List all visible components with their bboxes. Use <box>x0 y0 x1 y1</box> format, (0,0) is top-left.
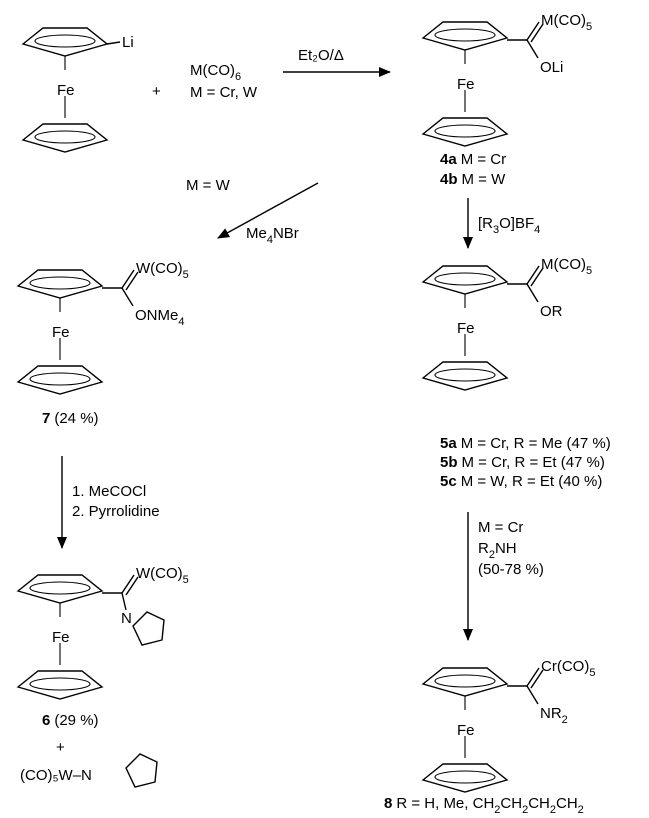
svg-text:M(CO)5: M(CO)5 <box>541 256 592 277</box>
svg-text:ONMe4: ONMe4 <box>135 307 184 328</box>
svg-text:NR2: NR2 <box>540 705 568 726</box>
lithioferrocene: Fe Li <box>22 27 134 153</box>
metal-hexacarbonyl: M(CO)6 M = Cr, W <box>190 62 258 101</box>
svg-text:2. Pyrrolidine: 2. Pyrrolidine <box>72 503 160 520</box>
pyrrolidine-n: N <box>121 610 132 627</box>
metal-choice: M = Cr, W <box>190 84 258 101</box>
svg-text:(50-78 %): (50-78 %) <box>478 561 544 578</box>
svg-text:(CO)₅W–N: (CO)₅W–N <box>20 767 92 784</box>
svg-text:Cr(CO)5: Cr(CO)5 <box>541 658 595 679</box>
svg-text:Fe: Fe <box>457 76 475 93</box>
svg-text:R2NH: R2NH <box>478 540 517 561</box>
svg-text:W(CO)5: W(CO)5 <box>136 260 189 281</box>
fe-label: Fe <box>57 82 75 99</box>
svg-text:M(CO)6: M(CO)6 <box>190 62 241 83</box>
li-substituent: Li <box>122 34 134 51</box>
svg-text:Fe: Fe <box>52 324 70 341</box>
svg-text:M = Cr: M = Cr <box>478 519 523 536</box>
svg-text:M(CO)5: M(CO)5 <box>541 12 592 33</box>
svg-text:Fe: Fe <box>457 320 475 337</box>
arrow-branch-w: M = W Me4NBr <box>186 177 319 246</box>
compound-7: Fe W(CO)5 ONMe4 7(24 %) <box>17 260 189 427</box>
arrow-aminolysis: M = Cr R2NH (50-78 %) <box>463 512 544 641</box>
arrow-alkylation: [R3O]BF4 <box>463 198 540 249</box>
step1-condition: Et₂O/Δ <box>298 47 344 64</box>
arrow-step1: Et₂O/Δ <box>283 47 391 77</box>
compound-6-label: 6(29 %) <box>42 712 99 729</box>
arrow-acylation: 1. MeCOCl 2. Pyrrolidine <box>57 456 160 549</box>
svg-text:+: + <box>56 739 65 756</box>
plus-sign: + <box>152 83 161 100</box>
compound-4-substituent: OLi <box>540 59 563 76</box>
compound-6: Fe W(CO)5 N 6(29 %) <box>17 565 189 729</box>
compound-7-label: 7(24 %) <box>42 410 99 427</box>
svg-text:[R3O]BF4: [R3O]BF4 <box>478 215 540 236</box>
svg-text:OR: OR <box>540 303 563 320</box>
svg-text:Fe: Fe <box>457 722 475 739</box>
svg-text:Fe: Fe <box>52 629 70 646</box>
svg-text:W(CO)5: W(CO)5 <box>136 565 189 586</box>
byproduct: + (CO)₅W–N <box>20 739 158 788</box>
svg-text:Me4NBr: Me4NBr <box>246 225 299 246</box>
svg-text:M = W: M = W <box>186 177 231 194</box>
svg-text:1. MeCOCl: 1. MeCOCl <box>72 483 146 500</box>
